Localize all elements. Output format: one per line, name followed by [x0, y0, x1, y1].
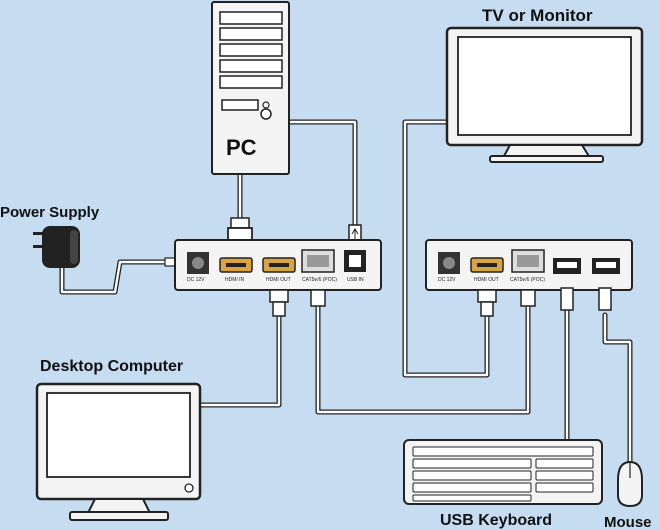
tv-monitor: TV or Monitor	[445, 6, 644, 163]
rx-port-cat-label: CAT5e/6 (POC)	[510, 277, 545, 283]
desktop-computer-label: Desktop Computer	[40, 358, 183, 375]
tx-port-cat-label: CAT5e/6 (POC)	[302, 277, 337, 283]
transmitter-box: DC 12V HDMI IN HDMI OUT CAT5e/6 (POC) US…	[174, 239, 382, 317]
tx-port-hdmi-out-label: HDMI OUT	[266, 277, 291, 283]
rx-port-hdmi-out-label: HDMI OUT	[474, 277, 499, 283]
pc-label: PC	[226, 135, 257, 160]
cables	[59, 119, 633, 465]
tx-port-usb-in-label: USB IN	[347, 277, 364, 283]
tx-port-dc-label: DC 12V	[187, 277, 205, 283]
tv-monitor-label: TV or Monitor	[482, 6, 593, 25]
usb-keyboard: USB Keyboard	[403, 439, 603, 529]
receiver-box: DC 12V HDMI OUT CAT5e/6 (POC)	[425, 239, 633, 317]
mouse-label: Mouse	[604, 514, 652, 530]
desktop-monitor: Desktop Computer	[35, 358, 202, 521]
pc-tower: PC	[211, 1, 362, 253]
mouse: Mouse	[604, 460, 652, 530]
power-supply: Power Supply	[0, 204, 180, 268]
rx-port-dc-label: DC 12V	[438, 277, 456, 283]
power-supply-label: Power Supply	[0, 204, 100, 221]
usb-keyboard-label: USB Keyboard	[440, 512, 552, 529]
tx-port-hdmi-in-label: HDMI IN	[225, 277, 245, 283]
